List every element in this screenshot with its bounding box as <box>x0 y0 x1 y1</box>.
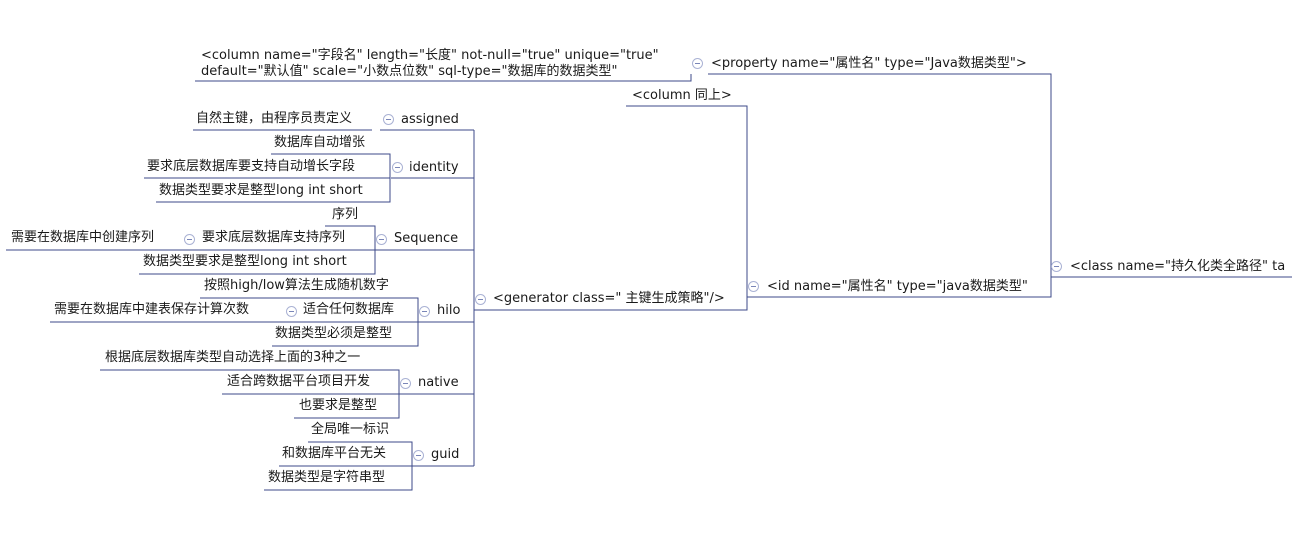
collapse-icon[interactable] <box>392 162 403 173</box>
native-item-1[interactable]: 根据底层数据库类型自动选择上面的3种之一 <box>105 350 361 365</box>
hilo-node[interactable]: hilo <box>437 303 461 318</box>
sequence-item-2[interactable]: 要求底层数据库支持序列 <box>202 230 346 245</box>
sequence-item-1[interactable]: 序列 <box>332 207 359 222</box>
collapse-icon[interactable] <box>692 58 703 69</box>
collapse-icon[interactable] <box>286 306 297 317</box>
collapse-icon[interactable] <box>400 378 411 389</box>
identity-item-3[interactable]: 数据类型要求是整型long int short <box>159 183 363 198</box>
hilo-item-2a[interactable]: 需要在数据库中建表保存计算次数 <box>54 302 250 317</box>
collapse-icon[interactable] <box>1051 261 1062 272</box>
sequence-item-3[interactable]: 数据类型要求是整型long int short <box>143 254 347 269</box>
generator-node[interactable]: <generator class=" 主键生成策略"/> <box>493 291 725 306</box>
collapse-icon[interactable] <box>376 234 387 245</box>
collapse-icon[interactable] <box>748 281 759 292</box>
collapse-icon[interactable] <box>184 234 195 245</box>
class-node[interactable]: <class name="持久化类全路径" ta <box>1070 259 1286 274</box>
collapse-icon[interactable] <box>419 306 430 317</box>
assigned-node[interactable]: assigned <box>401 112 459 127</box>
sequence-node[interactable]: Sequence <box>394 231 459 246</box>
identity-item-2[interactable]: 要求底层数据库要支持自动增长字段 <box>147 159 356 174</box>
collapse-icon[interactable] <box>475 294 486 305</box>
id-node[interactable]: <id name="属性名" type="java数据类型" <box>767 279 1028 294</box>
identity-item-1[interactable]: 数据库自动增张 <box>274 135 366 150</box>
hilo-item-2[interactable]: 适合任何数据库 <box>303 302 395 317</box>
collapse-icon[interactable] <box>413 450 424 461</box>
sequence-item-2a[interactable]: 需要在数据库中创建序列 <box>11 230 155 245</box>
guid-item-2[interactable]: 和数据库平台无关 <box>282 446 387 461</box>
native-item-2[interactable]: 适合跨数据平台项目开发 <box>227 374 371 389</box>
guid-node[interactable]: guid <box>431 447 460 462</box>
guid-item-3[interactable]: 数据类型是字符串型 <box>268 470 386 485</box>
assigned-desc[interactable]: 自然主键，由程序员责定义 <box>196 111 353 126</box>
native-item-3[interactable]: 也要求是整型 <box>299 398 378 413</box>
hilo-item-1[interactable]: 按照high/low算法生成随机数字 <box>204 278 389 293</box>
native-node[interactable]: native <box>418 375 459 390</box>
property-node[interactable]: <property name="属性名" type="Java数据类型"> <box>711 56 1027 71</box>
column-full-node[interactable]: <column name="字段名" length="长度" not-null=… <box>201 48 659 79</box>
identity-node[interactable]: identity <box>409 160 459 175</box>
column-same-node[interactable]: <column 同上> <box>632 88 732 103</box>
collapse-icon[interactable] <box>383 114 394 125</box>
guid-item-1[interactable]: 全局唯一标识 <box>311 422 390 437</box>
hilo-item-3[interactable]: 数据类型必须是整型 <box>275 326 393 341</box>
